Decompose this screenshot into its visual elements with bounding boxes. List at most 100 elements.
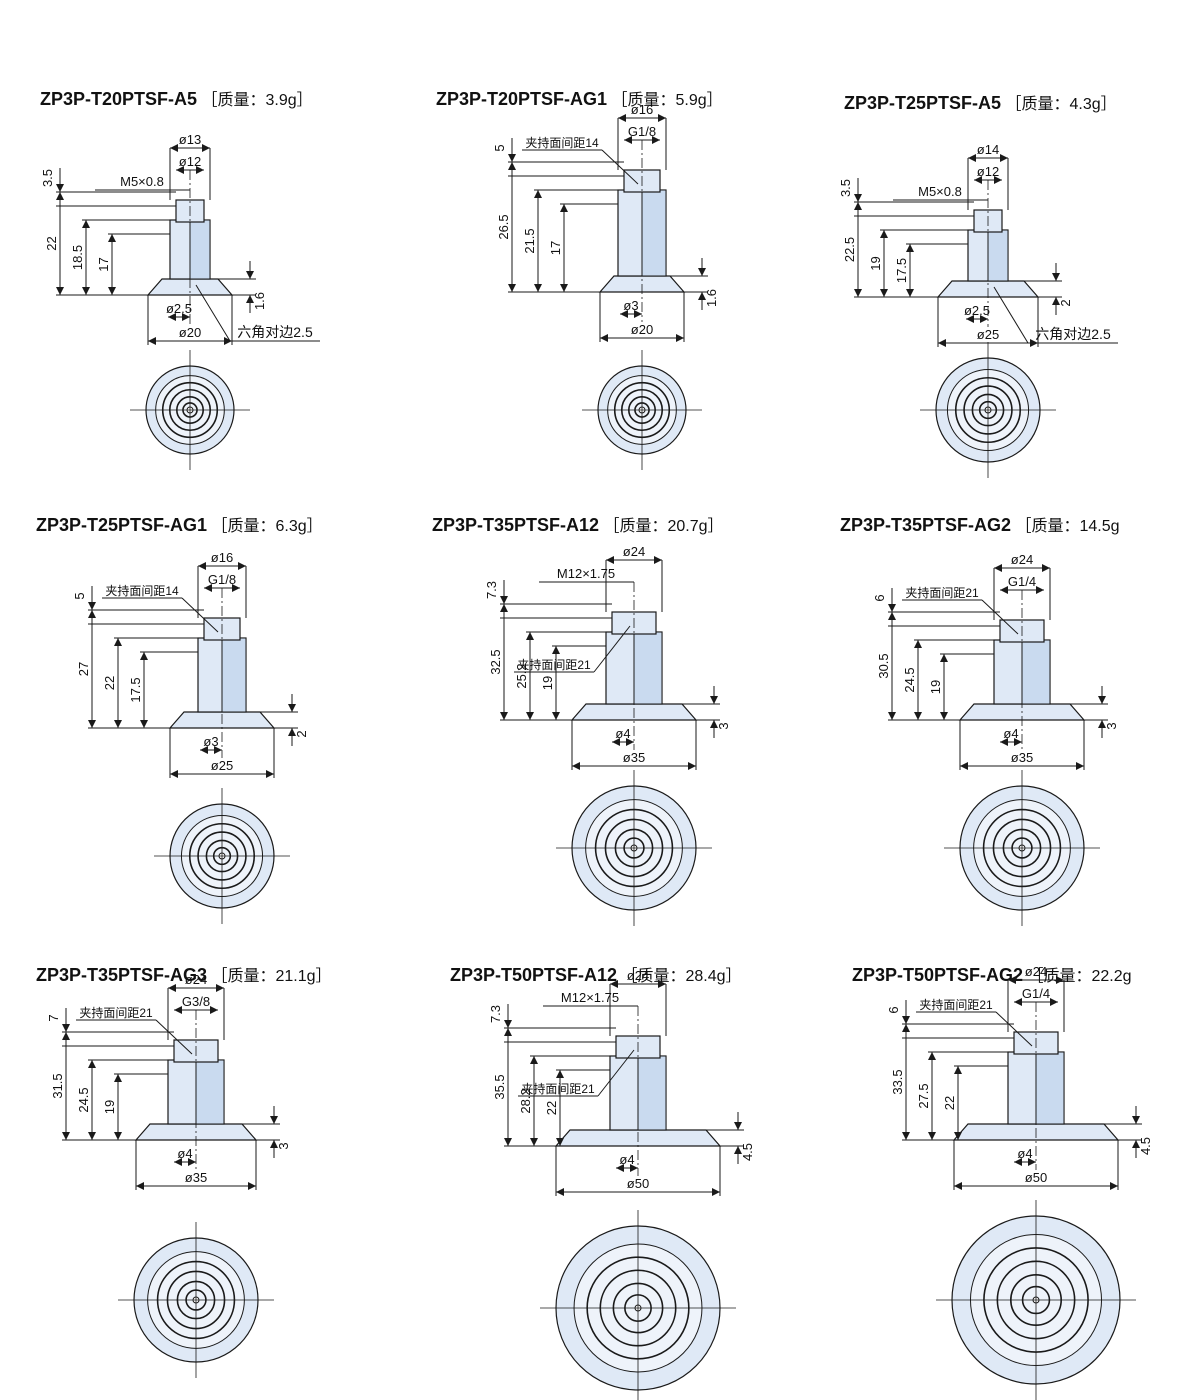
dimension-arrow (968, 154, 976, 162)
plan-rib (634, 402, 650, 418)
dimension-arrow (530, 1138, 538, 1146)
fitting-nipple (973, 209, 1003, 233)
dimension-arrow (288, 704, 296, 712)
plan-center-hole (1032, 1296, 1040, 1304)
dimension-arrow (710, 696, 718, 704)
plan-rib (161, 381, 219, 439)
bottom-pad-dim-label: ø35 (623, 750, 645, 765)
section-view (1021, 639, 1051, 705)
dimension-arrow (108, 287, 116, 295)
plan-view (118, 1222, 274, 1378)
height-dim-3-label: 19 (102, 1100, 117, 1114)
height-dim-3-label: 17 (96, 257, 111, 271)
height-dim-3-label: 22 (942, 1096, 957, 1110)
section-view (221, 637, 247, 713)
dimension-arrow (630, 1164, 638, 1172)
top-diameter-inner-label: G1/8 (628, 124, 656, 139)
bottom-hole-dim-label: ø4 (177, 1146, 192, 1161)
dimension-arrow (88, 602, 96, 610)
dimension-arrow (654, 556, 662, 564)
dimension-arrow (634, 310, 642, 318)
fitting-nipple (999, 619, 1045, 643)
dimension-arrow (854, 194, 862, 202)
fitting-nipple (175, 199, 205, 223)
height-dim-3-label: 19 (540, 676, 555, 690)
dimension-arrow (88, 1060, 96, 1068)
dimension-arrow (902, 1024, 910, 1032)
height-dim-1-label: 35.5 (492, 1074, 507, 1099)
height-dim-2-label: 28.2 (518, 1088, 533, 1113)
dimension-arrow (1000, 586, 1008, 594)
dimension-arrow (56, 287, 64, 295)
dimension-arrow (508, 284, 516, 292)
product-title: ZP3P-T25PTSF-A5 ［质量：4.3g］ (844, 90, 1117, 114)
dimension-arrow (1110, 1182, 1118, 1190)
height-top-label: 6 (872, 594, 887, 601)
bottom-hole-dim-label: ø2.5 (166, 301, 192, 316)
plan-inner-ring (147, 1251, 245, 1349)
section-view (641, 189, 667, 277)
suction-pad (958, 703, 1086, 721)
adapter-body (967, 229, 1009, 282)
plan-rib (182, 402, 198, 418)
hex-leader (993, 286, 1029, 344)
mass-label: ［质量：28.4g］ (617, 968, 742, 985)
adapter-body (617, 189, 667, 277)
lip-dim-label: 1.6 (704, 289, 719, 307)
plan-center-hole (634, 1304, 642, 1312)
top-diameter-inner-label: ø12 (179, 154, 201, 169)
height-dim-2-label: 22 (102, 676, 117, 690)
dimension-arrow (1076, 762, 1084, 770)
dimension-arrow (198, 562, 206, 570)
dimension-arrow (710, 720, 718, 728)
plan-rib (971, 393, 1005, 427)
across-flats-leader (601, 149, 639, 185)
plan-view (920, 342, 1056, 478)
across-flats-label: 夹持面间距21 (79, 1005, 153, 1020)
hex-label: 六角对边2.5 (237, 324, 313, 340)
dimension-arrow (534, 190, 542, 198)
suction-pad (936, 280, 1040, 298)
model-number: ZP3P-T25PTSF-AG1 (36, 515, 208, 535)
plan-rib (599, 1269, 677, 1347)
section-view (987, 229, 1009, 282)
hex-label: 六角对边2.5 (1035, 326, 1111, 342)
bottom-pad-dim-label: ø25 (211, 758, 233, 773)
dimension-arrow (504, 1020, 512, 1028)
dimension-arrow (560, 284, 568, 292)
model-number: ZP3P-T50PTSF-A12 (450, 965, 618, 985)
fitting-nipple (1013, 1031, 1059, 1055)
dimension-arrow (176, 166, 184, 174)
dimension-arrow (960, 762, 968, 770)
height-dim-2-label: 25.2 (514, 663, 529, 688)
dimension-arrow (888, 712, 896, 720)
dimension-arrow (980, 315, 988, 323)
dimension-arrow (1036, 586, 1044, 594)
product-title: ZP3P-T35PTSF-A12 ［质量：20.7g］ (432, 512, 724, 536)
dimension-arrow (214, 746, 222, 754)
plan-rib (1021, 1285, 1051, 1315)
plan-outer-ring (555, 1225, 721, 1391)
suction-pad (146, 278, 234, 296)
plan-view (130, 350, 250, 470)
dimension-arrow (658, 114, 666, 122)
dimension-arrow (1098, 720, 1106, 728)
plan-view (936, 1200, 1136, 1400)
product-title: ZP3P-T50PTSF-AG2 ［质量：22.2g (852, 962, 1132, 986)
dimension-arrow (168, 313, 176, 321)
plan-center-hole (984, 406, 992, 414)
dimension-arrow (854, 289, 862, 297)
dimension-arrow (688, 762, 696, 770)
dimension-arrow (526, 712, 534, 720)
lip-dim-label: 3 (716, 722, 731, 729)
top-diameter-outer-label: ø14 (977, 142, 999, 157)
across-flats-label: 夹持面间距21 (919, 997, 993, 1012)
dimension-arrow (114, 1074, 122, 1082)
plan-view (944, 770, 1100, 926)
plan-rib (624, 1294, 652, 1322)
